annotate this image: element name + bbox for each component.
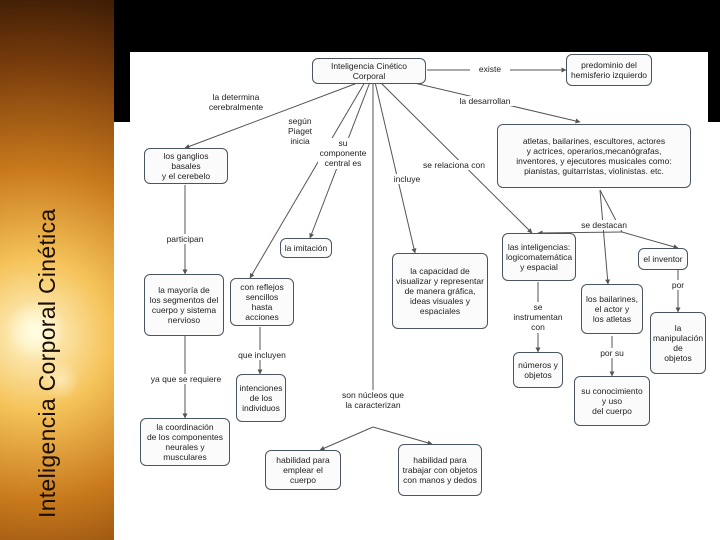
node-reflejos: con reflejos sencillos hasta acciones xyxy=(230,278,294,326)
link-label-incluye: incluye xyxy=(391,174,423,184)
right-margin-strip xyxy=(708,122,720,540)
node-coordinacion: la coordinación de los componentes neura… xyxy=(140,418,230,466)
link-label-se-relaciona: se relaciona con xyxy=(422,160,486,170)
connector-line xyxy=(373,427,432,444)
node-bailarines-actor-atletas: los bailarines, el actor y los atletas xyxy=(581,284,643,334)
link-label-destacan: se destacan xyxy=(579,220,629,230)
node-atletas-bailarines: atletas, bailarines, escultores, actores… xyxy=(497,124,691,188)
connector-line xyxy=(622,232,678,248)
link-label-por-su: por su xyxy=(592,348,632,358)
link-label-desarrollan: la desarrollan xyxy=(456,96,514,106)
slide-title: Inteligencia Corporal Cinética xyxy=(34,18,61,518)
node-manipulacion-objetos: la manipulación de objetos xyxy=(650,312,706,374)
link-label-participan: participan xyxy=(160,234,210,244)
concept-map: Inteligencia Cinético Corporal predomini… xyxy=(130,52,708,540)
node-capacidad: la capacidad de visualizar y representar… xyxy=(392,253,488,329)
connector-line xyxy=(375,82,415,253)
link-label-determina: la determina cerebralmente xyxy=(204,92,268,112)
link-label-instrumentan: se instrumentan con xyxy=(510,302,566,333)
link-label-segun-piaget: según Piaget inicia xyxy=(280,116,320,147)
node-habilidad-objetos: habilidad para trabajar con objetos con … xyxy=(398,444,482,496)
node-intenciones: intenciones de los individuos xyxy=(236,374,286,422)
node-central-concept: Inteligencia Cinético Corporal xyxy=(312,58,426,84)
node-imitacion: la imitación xyxy=(280,238,332,258)
node-ganglios: los ganglios basales y el cerebelo xyxy=(144,148,228,184)
link-label-nucleos: son núcleos que la caracterizan xyxy=(332,390,414,410)
link-label-componente: su componente central es xyxy=(318,138,368,169)
node-numeros-objetos: números y objetos xyxy=(513,352,563,388)
node-inventor: el inventor xyxy=(638,248,688,270)
node-inteligencias-logico-espacial: las inteligencias: logicomatemática y es… xyxy=(502,233,576,281)
link-label-por: por xyxy=(666,280,690,290)
connector-line xyxy=(320,427,373,450)
node-predominio: predominio del hemisferio izquierdo xyxy=(566,54,652,86)
node-habilidad-cuerpo: habilidad para emplear el cuerpo xyxy=(265,450,341,490)
connector-line xyxy=(600,190,608,284)
link-label-ya-que: ya que se requiere xyxy=(148,374,224,384)
node-conocimiento-cuerpo: su conocimiento y uso del cuerpo xyxy=(574,376,650,426)
node-mayoria-segmentos: la mayoría de los segmentos del cuerpo y… xyxy=(144,274,224,336)
link-label-existe: existe xyxy=(470,64,510,74)
link-label-que-incluyen: que incluyen xyxy=(234,350,290,360)
